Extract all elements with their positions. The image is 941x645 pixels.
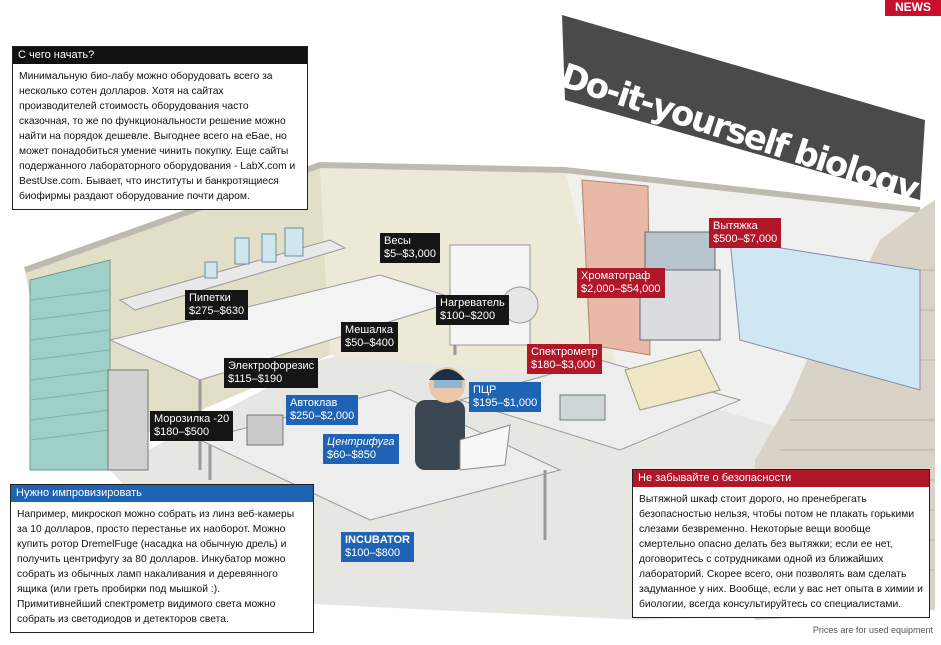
freezer — [107, 369, 149, 471]
label-autoclave: Автоклав$250–$2,000 — [286, 395, 359, 425]
scientist — [415, 367, 465, 470]
label-incubator: INCUBATOR$100–$800 — [341, 532, 414, 562]
pcr-machine — [559, 394, 606, 421]
label-pipettes: Пипетки$275–$630 — [185, 290, 249, 320]
safety-heading: Не забывайте о безопасности — [633, 470, 929, 487]
label-heater: Нагреватель$100–$200 — [436, 295, 509, 325]
safety-body: Вытяжной шкаф стоит дорого, но пренебрег… — [639, 494, 923, 610]
safety-box: Не забывайте о безопасности Вытяжной шка… — [632, 469, 930, 618]
improvise-body: Например, микроскоп можно собрать из лин… — [17, 509, 295, 625]
spectrometer-device — [624, 349, 721, 411]
chromatograph — [644, 231, 716, 273]
improvise-box: Нужно импровизировать Например, микроско… — [10, 484, 314, 633]
laptop — [459, 424, 511, 471]
intro-heading: С чего начать? — [13, 47, 307, 64]
shelf — [118, 239, 347, 311]
bottles — [204, 227, 304, 279]
label-scales: Весы$5–$3,000 — [380, 233, 440, 263]
label-electrophoresis: Электрофорезис$115–$190 — [224, 358, 319, 388]
label-freezer: Морозилка -20$180–$500 — [150, 411, 234, 441]
label-spectrometer: Спектрометр$180–$3,000 — [527, 344, 602, 374]
intro-box: С чего начать? Минимальную био-лабу можн… — [12, 46, 308, 210]
ceiling-edge — [23, 161, 921, 273]
label-chromatograph: Хроматограф$2,000–$54,000 — [577, 268, 665, 298]
intro-body: Минимальную био-лабу можно оборудовать в… — [19, 71, 296, 202]
footnote: Prices are for used equipment — [812, 625, 933, 635]
corner-badge: NEWS — [885, 0, 941, 16]
label-pcr: ПЦР$195–$1,000 — [469, 382, 542, 412]
fume-hood — [729, 239, 921, 391]
label-fume-hood: Вытяжка$500–$7,000 — [709, 218, 782, 248]
label-stirrer: Мешалка$50–$400 — [341, 322, 398, 352]
title-banner — [562, 15, 925, 200]
improvise-heading: Нужно импровизировать — [11, 485, 313, 502]
label-centrifuge: Центрифуга$60–$850 — [323, 434, 399, 464]
